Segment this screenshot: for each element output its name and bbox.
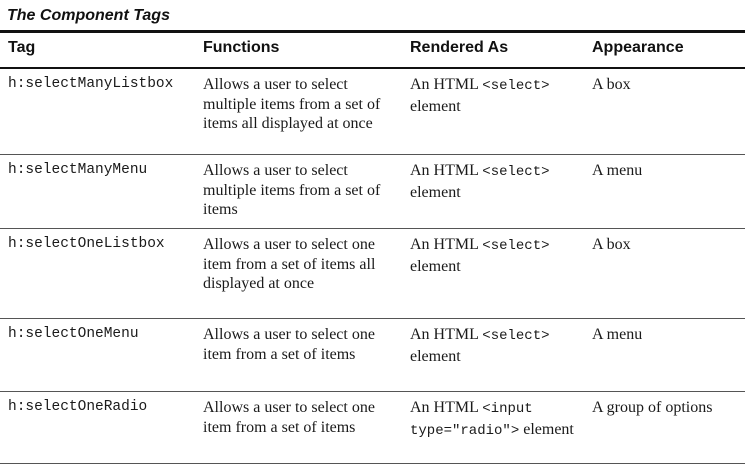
row-divider (0, 318, 745, 319)
rendered-code: <select> (482, 164, 550, 180)
function-cell: Allows a user to select one item from a … (203, 326, 375, 363)
table-header: Tag Functions Rendered As Appearance (0, 33, 745, 67)
appearance-cell: A group of options (592, 399, 713, 416)
tag-cell: h:selectOneRadio (8, 399, 148, 415)
appearance-cell: A menu (592, 162, 643, 179)
rendered-prefix: An HTML (410, 326, 483, 343)
rendered-prefix: An HTML (410, 399, 483, 416)
row-divider (0, 228, 745, 229)
header-tag: Tag (8, 39, 36, 56)
tag-cell: h:selectManyListbox (8, 76, 174, 92)
rendered-prefix: An HTML (410, 162, 483, 179)
header-appearance: Appearance (592, 39, 684, 56)
appearance-cell: A box (592, 76, 631, 93)
rendered-suffix: element (410, 97, 461, 115)
function-cell: Allows a user to select one item from a … (203, 399, 375, 436)
header-rule (0, 67, 745, 69)
rendered-prefix: An HTML (410, 236, 483, 253)
function-cell: Allows a user to select multiple items f… (203, 76, 381, 132)
table-row: h:selectOneListbox Allows a user to sele… (0, 229, 745, 319)
rendered-as-cell: An HTML <select> element (410, 325, 585, 366)
rendered-prefix: An HTML (410, 76, 483, 93)
appearance-cell: A menu (592, 326, 643, 343)
row-divider (0, 391, 745, 392)
appearance-cell: A box (592, 236, 631, 253)
function-cell: Allows a user to select multiple items f… (203, 162, 381, 218)
table-caption: The Component Tags (7, 7, 170, 24)
row-divider (0, 154, 745, 155)
tag-cell: h:selectOneListbox (8, 236, 165, 252)
header-functions: Functions (203, 39, 280, 56)
table-row: h:selectManyListbox Allows a user to sel… (0, 69, 745, 155)
row-divider (0, 463, 745, 464)
rendered-code: <select> (482, 238, 550, 254)
rendered-as-cell: An HTML <select> element (410, 161, 585, 202)
rendered-as-cell: An HTML <select> element (410, 235, 585, 276)
table-top-rule (0, 30, 745, 33)
rendered-suffix: element (519, 420, 574, 438)
table-row: h:selectOneRadio Allows a user to select… (0, 392, 745, 464)
rendered-code: <input type="radio"> (410, 401, 533, 439)
rendered-code: <select> (482, 78, 550, 94)
table-row: h:selectOneMenu Allows a user to select … (0, 319, 745, 392)
header-rendered-as: Rendered As (410, 39, 509, 56)
rendered-suffix: element (410, 183, 461, 201)
rendered-code: <select> (482, 328, 550, 344)
function-cell: Allows a user to select one item from a … (203, 236, 376, 292)
rendered-as-cell: An HTML <input type="radio"> element (410, 398, 585, 441)
rendered-as-cell: An HTML <select> element (410, 75, 585, 116)
tag-cell: h:selectManyMenu (8, 162, 148, 178)
rendered-suffix: element (410, 347, 461, 365)
tag-cell: h:selectOneMenu (8, 326, 139, 342)
rendered-suffix: element (410, 257, 461, 275)
table-row: h:selectManyMenu Allows a user to select… (0, 155, 745, 229)
